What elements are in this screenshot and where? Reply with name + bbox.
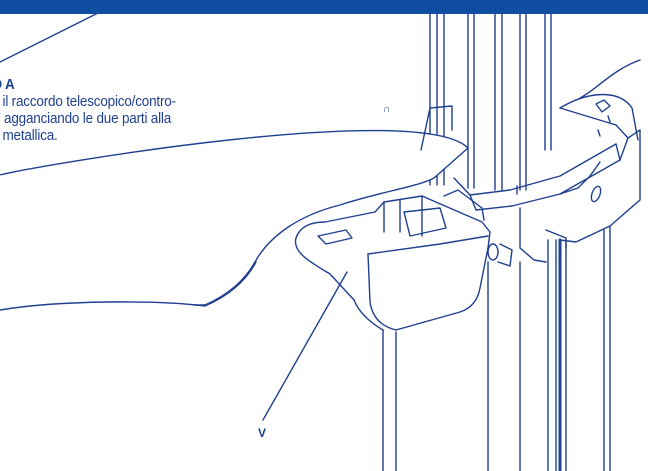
instruction-line-3: a metallica. xyxy=(0,128,58,144)
instruction-line-1: e il raccordo telescopico/contro- xyxy=(0,94,176,110)
top-band xyxy=(0,0,648,14)
leader-line-v xyxy=(262,271,348,421)
telescopic-column xyxy=(382,0,611,471)
instruction-callout: O A e il raccordo telescopico/contro- V … xyxy=(0,77,234,145)
instruction-line-2: V agganciando le due parti alla xyxy=(0,111,234,128)
screw-mark: ∩ xyxy=(383,104,391,115)
part-label-v: V xyxy=(258,426,267,440)
instruction-line-2-rest: agganciando le due parti alla xyxy=(0,111,172,127)
leader-line-top xyxy=(0,5,113,63)
step-title: O A xyxy=(0,77,15,93)
lower-bracket-v xyxy=(294,189,513,331)
upper-bracket xyxy=(420,59,641,263)
